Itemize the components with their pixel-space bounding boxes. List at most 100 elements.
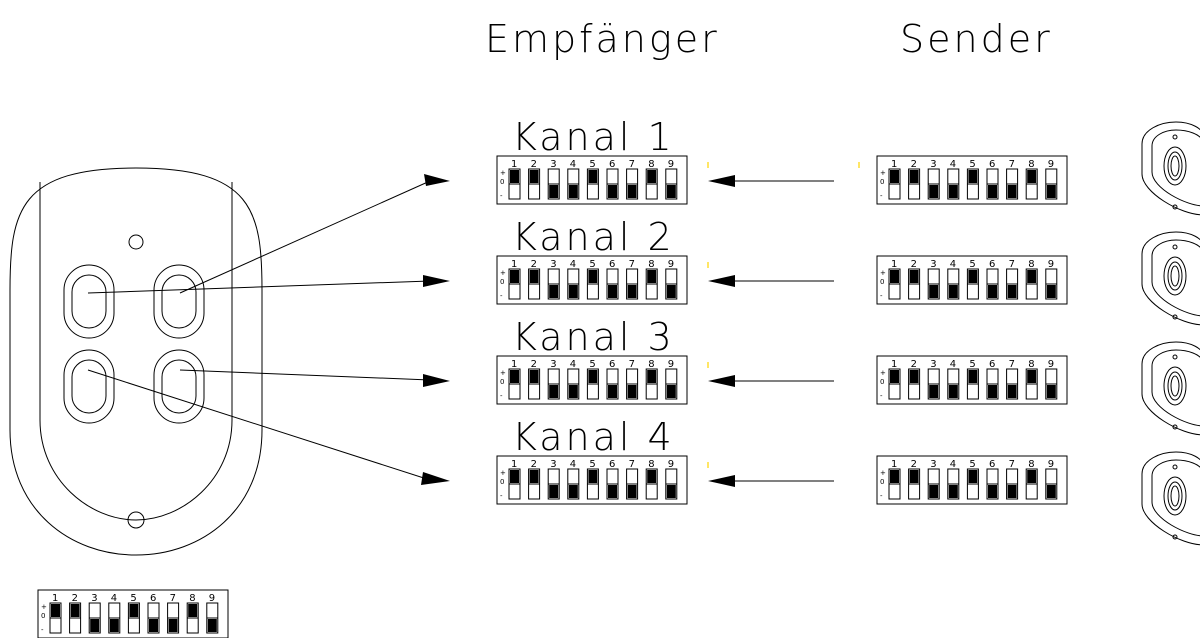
polarity-minus-label: - [500, 492, 503, 500]
key-fob-icon [1141, 121, 1200, 216]
switch-knob [129, 604, 139, 617]
dip-switch-6 [986, 168, 999, 200]
dip-switch-2 [908, 468, 921, 500]
dip-number-label: 2 [531, 359, 537, 370]
dip-switch-4 [567, 368, 580, 400]
dip-number-label: 6 [609, 359, 615, 370]
polarity-plus-label: + [41, 603, 47, 611]
dip-switch-4 [947, 268, 960, 300]
switch-knob [608, 285, 617, 298]
dip-switch-9 [665, 468, 678, 500]
switch-knob [568, 485, 578, 498]
dip-number-label: 8 [648, 359, 654, 370]
arrowhead-icon [708, 475, 735, 487]
dip-switch-7 [167, 602, 180, 634]
dip-number-label: 9 [668, 359, 674, 370]
remote-bottom-hole-icon [127, 511, 145, 529]
switch-knob [988, 485, 997, 498]
dip-switch-1 [888, 468, 901, 500]
switch-knob [647, 370, 657, 383]
remote-button-2 [153, 264, 205, 339]
dip-switch-5 [966, 368, 979, 400]
channel-label: Kanal 2 [512, 215, 675, 259]
polarity-plus-label: + [500, 469, 506, 477]
dip-number-label: 4 [570, 459, 576, 470]
switch-knob [948, 485, 958, 498]
switch-knob [890, 170, 899, 183]
dip-switch-7 [626, 368, 639, 400]
switch-knob [568, 285, 578, 298]
dip-number-label: 5 [589, 359, 595, 370]
polarity-plus-label: + [880, 169, 886, 177]
dip-number-label: 7 [1009, 359, 1015, 370]
switch-knob [568, 385, 578, 398]
dip-switch-7 [626, 268, 639, 300]
switch-knob [1007, 485, 1017, 498]
remote-button-4 [153, 349, 205, 424]
switch-knob [1027, 370, 1037, 383]
dip-number-label: 9 [668, 259, 674, 270]
dip-number-label: 5 [969, 459, 975, 470]
key-fob-icon [1141, 231, 1200, 326]
polarity-plus-label: + [880, 469, 886, 477]
connector-line-1 [179, 180, 431, 294]
dip-switch-2 [528, 268, 541, 300]
dip-number-label: 9 [1048, 359, 1054, 370]
dip-switch-7 [626, 168, 639, 200]
switch-knob [510, 270, 519, 283]
dip-switch-8 [645, 168, 658, 200]
dip-switch-6 [606, 268, 619, 300]
dip-number-label: 5 [969, 259, 975, 270]
dip-number-label: 9 [668, 459, 674, 470]
dip-switch-2 [528, 468, 541, 500]
dip-number-label: 2 [531, 259, 537, 270]
dip-number-label: 6 [609, 259, 615, 270]
switch-knob [529, 470, 539, 483]
dip-switch-3 [927, 468, 940, 500]
switch-knob [1027, 470, 1037, 483]
dip-number-label: 1 [891, 159, 897, 170]
switch-knob [929, 285, 939, 298]
dip-switch-3 [927, 368, 940, 400]
switch-knob [1007, 185, 1017, 198]
switch-knob [968, 470, 978, 483]
dip-switch-6 [606, 368, 619, 400]
switch-knob [666, 485, 676, 498]
dip-switch-1 [508, 368, 521, 400]
receiver-heading: Empfänger [485, 17, 720, 61]
dip-switch-8 [1025, 168, 1038, 200]
dip-switch-8 [186, 602, 199, 634]
dip-number-label: 9 [668, 159, 674, 170]
switch-knob [70, 604, 80, 617]
dip-number-label: 5 [589, 259, 595, 270]
dip-number-label: 3 [550, 259, 556, 270]
switch-knob [968, 170, 978, 183]
dip-number-label: 8 [1028, 159, 1034, 170]
polarity-minus-label: - [500, 192, 503, 200]
dip-number-label: 2 [911, 459, 917, 470]
switch-knob [1007, 385, 1017, 398]
dip-number-label: 6 [609, 459, 615, 470]
dip-switch-7 [626, 468, 639, 500]
dip-number-label: 2 [911, 359, 917, 370]
dip-switch-3 [547, 368, 560, 400]
dip-switch-6 [147, 602, 160, 634]
dip-switch-2 [528, 168, 541, 200]
polarity-zero-label: 0 [500, 178, 504, 186]
dip-number-label: 1 [511, 159, 517, 170]
dip-switch-7 [1006, 268, 1019, 300]
dip-number-label: 8 [189, 593, 195, 604]
dip-number-label: 5 [130, 593, 136, 604]
switch-knob [588, 470, 598, 483]
polarity-plus-label: + [500, 369, 506, 377]
key-fob-icon [1141, 451, 1200, 546]
switch-knob [929, 485, 939, 498]
dip-switch-1 [49, 602, 62, 634]
switch-knob [890, 470, 899, 483]
dip-number-label: 9 [209, 593, 215, 604]
dip-number-label: 4 [950, 159, 956, 170]
